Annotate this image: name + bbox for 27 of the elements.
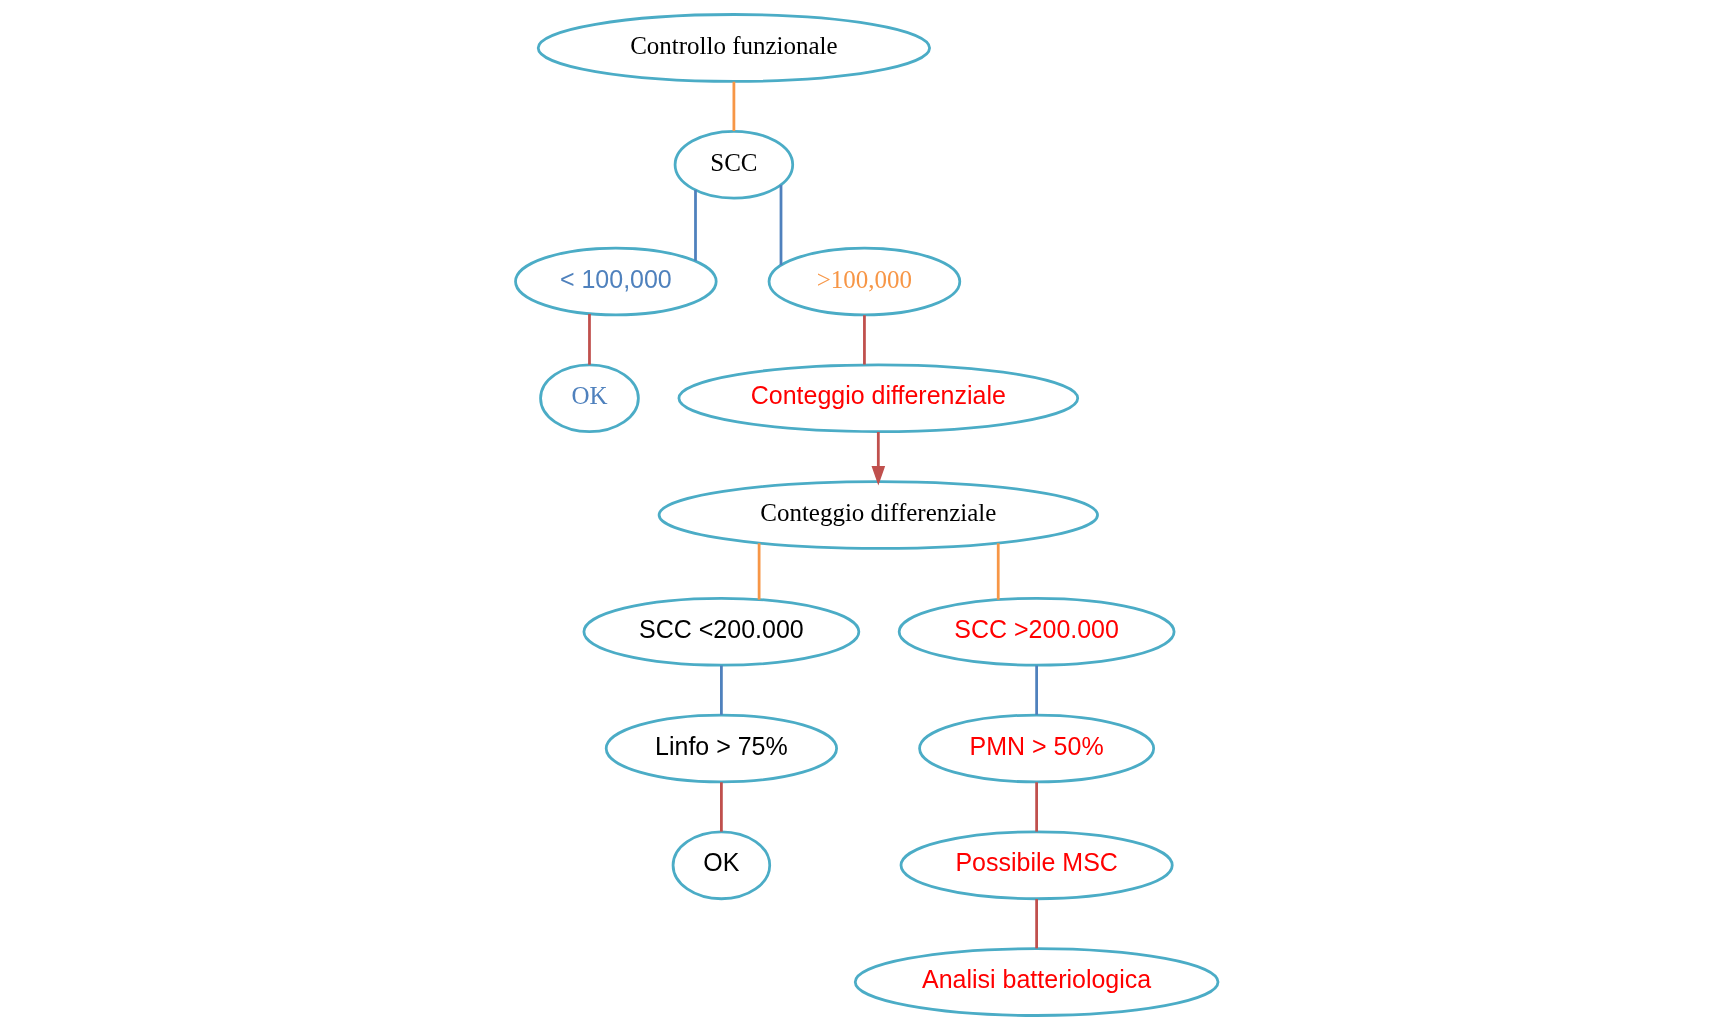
node-ellipse: Controllo funzionale: [536, 12, 931, 83]
connector: [720, 781, 723, 832]
connector: [588, 313, 591, 365]
connector: [863, 314, 866, 365]
node-ellipse: PMN > 50%: [918, 713, 1156, 783]
node-ellipse: Possibile MSC: [899, 829, 1174, 900]
node-ellipse: OK: [671, 829, 772, 900]
connector: [694, 189, 697, 261]
connector: [720, 665, 723, 715]
node-ellipse: SCC <200.000: [582, 596, 861, 667]
node-ellipse: Conteggio differenziale: [657, 479, 1099, 550]
node-ellipse: Conteggio differenziale: [677, 362, 1080, 433]
connector: [1035, 898, 1039, 948]
node-ellipse: SCC: [673, 129, 795, 200]
node-ellipse: < 100,000: [514, 246, 718, 316]
connector: [1035, 665, 1039, 715]
connector: [996, 542, 1000, 600]
node-ellipse: Analisi batteriologica: [853, 946, 1220, 1017]
arrow: [871, 431, 886, 485]
connector: [779, 184, 783, 265]
node-ellipse: SCC >200.000: [897, 596, 1176, 667]
node-ellipse: OK: [539, 362, 640, 433]
node-ellipse: >100,000: [767, 246, 962, 316]
connector: [757, 542, 761, 600]
connector: [1035, 781, 1039, 832]
connector: [732, 81, 736, 131]
node-ellipse: Linfo > 75%: [604, 713, 838, 783]
